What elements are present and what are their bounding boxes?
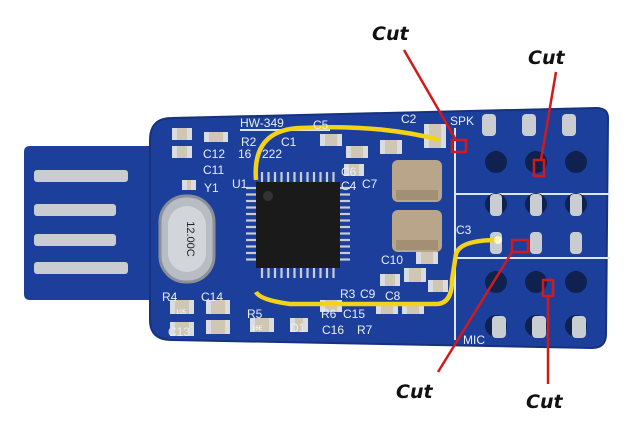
board-model: HW-349 — [240, 116, 284, 130]
smd-part — [172, 128, 192, 140]
usb-contact — [34, 262, 128, 274]
silk-c5: C5 — [313, 118, 329, 132]
through-hole — [525, 271, 547, 293]
leader-line — [402, 49, 458, 141]
solder-pad — [522, 114, 536, 136]
usb-contact — [34, 170, 128, 182]
silk-c16: C16 — [322, 323, 344, 337]
cut-marker-box — [450, 138, 468, 154]
silk-d1: D1 — [290, 321, 306, 335]
silk-c13: C13 — [168, 325, 190, 339]
smd-part — [320, 134, 342, 146]
cut-label: Cut — [528, 47, 565, 69]
ic-pins — [246, 172, 350, 278]
silk-c1: C1 — [281, 135, 297, 149]
silk-c4: C4 — [341, 179, 357, 193]
cut-label: Cut — [526, 391, 563, 413]
silk-r3: R3 — [340, 287, 356, 301]
silk-c15: C15 — [343, 307, 365, 321]
cut-marker-box — [532, 158, 546, 178]
crystal-label: 12.00C — [184, 221, 196, 257]
silk-r5: R5 — [247, 307, 263, 321]
yellow-wire — [253, 237, 499, 307]
silk-c2: C2 — [401, 112, 417, 126]
smd-part — [204, 132, 228, 142]
solder-pad — [482, 114, 496, 136]
usb-contact — [34, 204, 116, 216]
cut-markers — [402, 49, 558, 384]
silk-r6: R6 — [321, 307, 337, 321]
silk-r4: R4 — [162, 290, 178, 304]
through-hole — [485, 151, 507, 173]
smd-part — [290, 318, 308, 332]
solder-pad — [570, 232, 582, 254]
smd-part — [250, 318, 274, 332]
smd-part — [170, 322, 194, 336]
cut-marker-box — [510, 238, 530, 254]
smd-components — [170, 124, 448, 336]
smd-part — [428, 280, 448, 292]
smd-part — [206, 320, 230, 334]
yellow-wire — [253, 124, 441, 181]
leader-line — [436, 251, 514, 373]
solder-pad — [530, 194, 542, 216]
solder-pad — [530, 232, 542, 254]
smd-part — [404, 268, 426, 282]
silk-c11: C11 — [203, 163, 224, 177]
silk-u1: U1 — [232, 177, 248, 191]
silk-c10: C10 — [381, 253, 403, 267]
silk-r2: R2 — [241, 135, 257, 149]
silk-y1: Y1 — [204, 181, 219, 195]
usb-contact — [34, 234, 116, 246]
smd-part — [172, 146, 192, 158]
silk-r7: R7 — [357, 323, 373, 337]
solder-pad — [492, 316, 506, 338]
through-hole — [565, 151, 587, 173]
silk-c3: C3 — [456, 223, 472, 237]
silk-mic: MIC — [463, 333, 485, 347]
smd-part — [346, 146, 368, 158]
solder-pad — [572, 316, 586, 338]
solder-pad — [570, 194, 582, 216]
resistor-marking: 105 — [176, 310, 187, 316]
silk-c6: C6 — [341, 165, 357, 179]
usb-plug — [24, 146, 150, 300]
resistor-marking: 16E — [252, 326, 263, 332]
silk-222: 222 — [262, 147, 282, 161]
solder-pad — [532, 316, 546, 338]
silk-spk: SPK — [450, 114, 474, 128]
cut-label: Cut — [372, 23, 409, 45]
silk-16: 16 — [238, 147, 252, 161]
silk-c14: C14 — [201, 290, 223, 304]
smd-part — [380, 140, 402, 154]
smd-part — [380, 274, 400, 286]
smd-part — [170, 300, 194, 314]
smd-part — [344, 164, 364, 176]
leader-line — [539, 71, 558, 161]
cut-label: Cut — [396, 381, 433, 403]
smd-part — [182, 180, 196, 190]
silk-c9: C9 — [360, 287, 376, 301]
silk-c7: C7 — [362, 177, 378, 191]
silk-c8: C8 — [385, 289, 401, 303]
through-hole — [565, 271, 587, 293]
solder-pad — [490, 194, 502, 216]
smd-part — [416, 252, 438, 264]
silk-c12: C12 — [203, 147, 225, 161]
solder-pad — [562, 114, 576, 136]
smd-part — [206, 300, 230, 314]
